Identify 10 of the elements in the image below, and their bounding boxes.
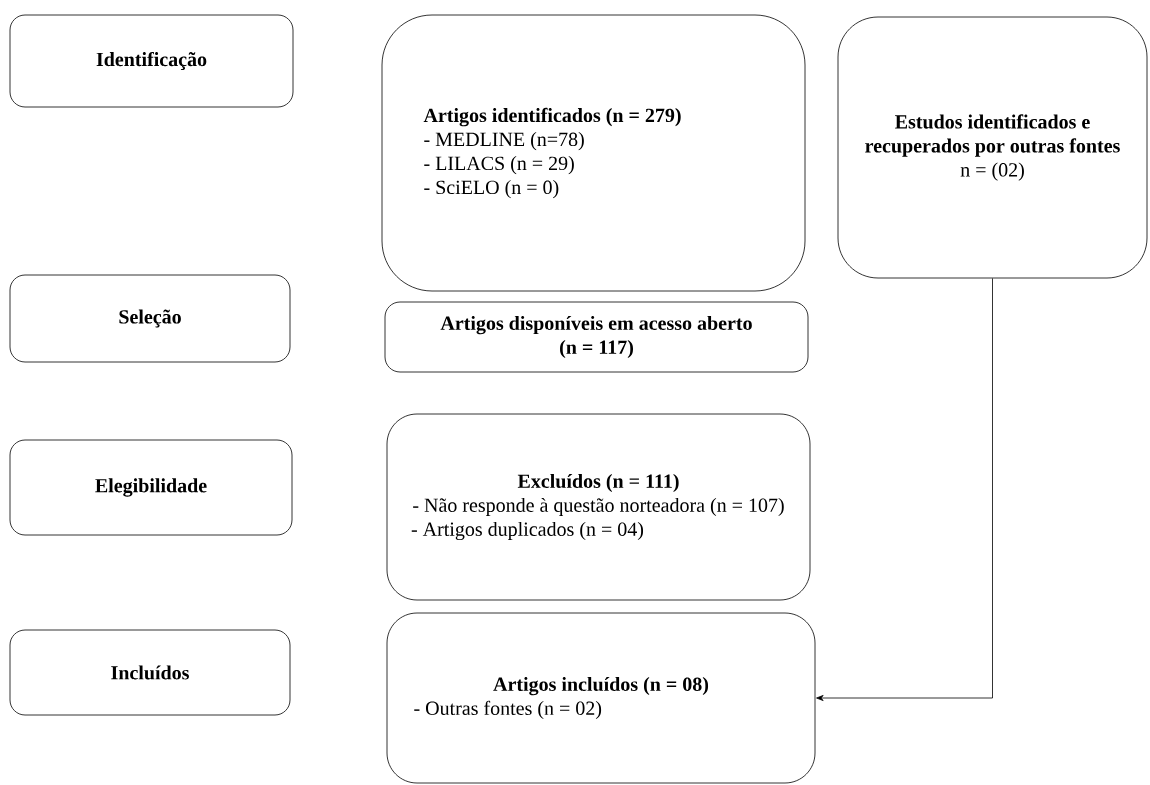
stage-box: Seleção — [9, 274, 291, 363]
process-box: Estudos identificados e recuperados por outras fontes n = (02) — [837, 16, 1148, 279]
stage-box: Identificação — [9, 14, 294, 108]
arrow — [816, 278, 993, 701]
process-box: Artigos identificados (n = 279) - MEDLINE (n=78) - LILACS (n = 29) - SciELO (n = 0) — [381, 14, 806, 292]
process-box: Excluídos (n = 111) - Não responde à questão norteadora (n = 107) - Artigos duplicados (n = 04) — [386, 413, 811, 601]
process-box: Artigos disponíveis em acesso aberto (n = 117) — [384, 301, 809, 373]
stage-box: Elegibilidade — [9, 439, 293, 536]
stage-box: Incluídos — [9, 629, 291, 716]
process-box: Artigos incluídos (n = 08) - Outras fontes (n = 02) — [386, 612, 816, 784]
